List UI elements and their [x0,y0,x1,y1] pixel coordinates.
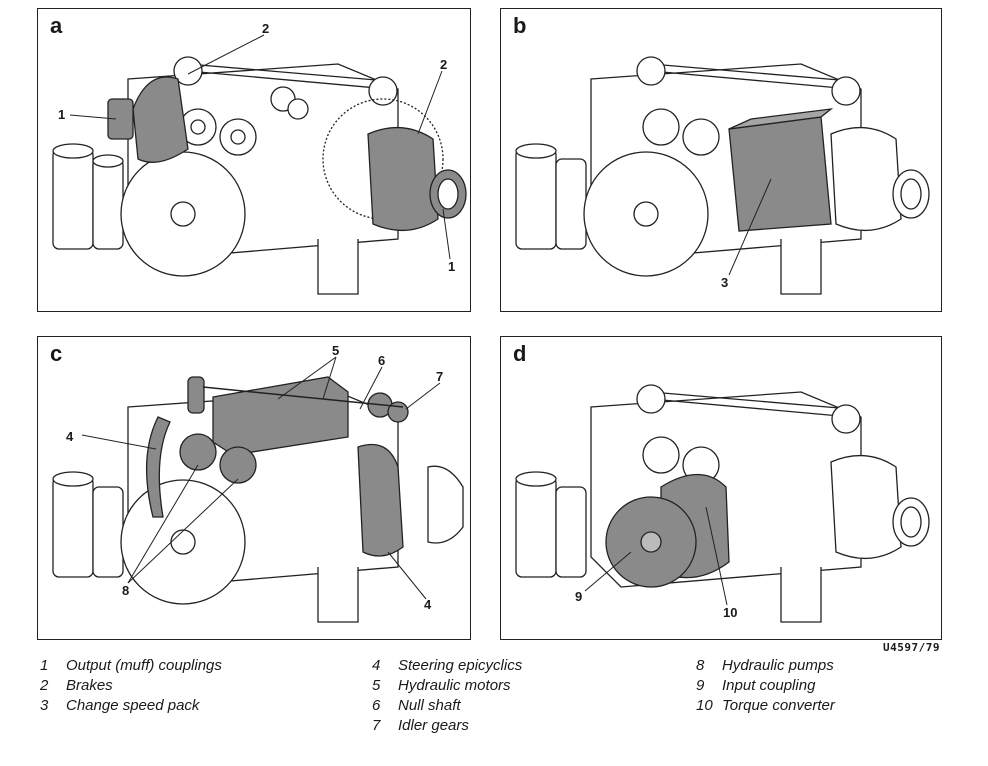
panel-a: a 1 2 2 1 [37,8,471,312]
callout: 4 [424,597,432,612]
panel-label-c: c [50,341,63,366]
transmission-drawing [52,376,464,623]
callout: 8 [122,583,130,598]
callout: 10 [723,605,738,620]
callout: 7 [436,369,444,384]
panel-label-b: b [513,13,527,38]
callout: 9 [575,589,583,604]
panel-label-a: a [50,13,63,38]
callout: 6 [378,353,386,368]
callout: 1 [448,259,456,274]
figure-reference: U4597/79 [883,641,940,654]
callout: 3 [721,275,729,290]
callout: 1 [58,107,66,122]
callout: 5 [332,343,340,358]
panel-b: b 3 [500,8,942,312]
transmission-drawing [52,56,467,295]
callout: 2 [262,21,270,36]
callout: 2 [440,57,448,72]
panel-label-d: d [513,341,527,366]
transmission-drawing [515,384,930,623]
callout: 4 [66,429,74,444]
transmission-drawing [515,56,930,295]
panel-c: c 5 6 7 4 8 4 [37,336,471,640]
panel-d: d 9 10 [500,336,942,640]
